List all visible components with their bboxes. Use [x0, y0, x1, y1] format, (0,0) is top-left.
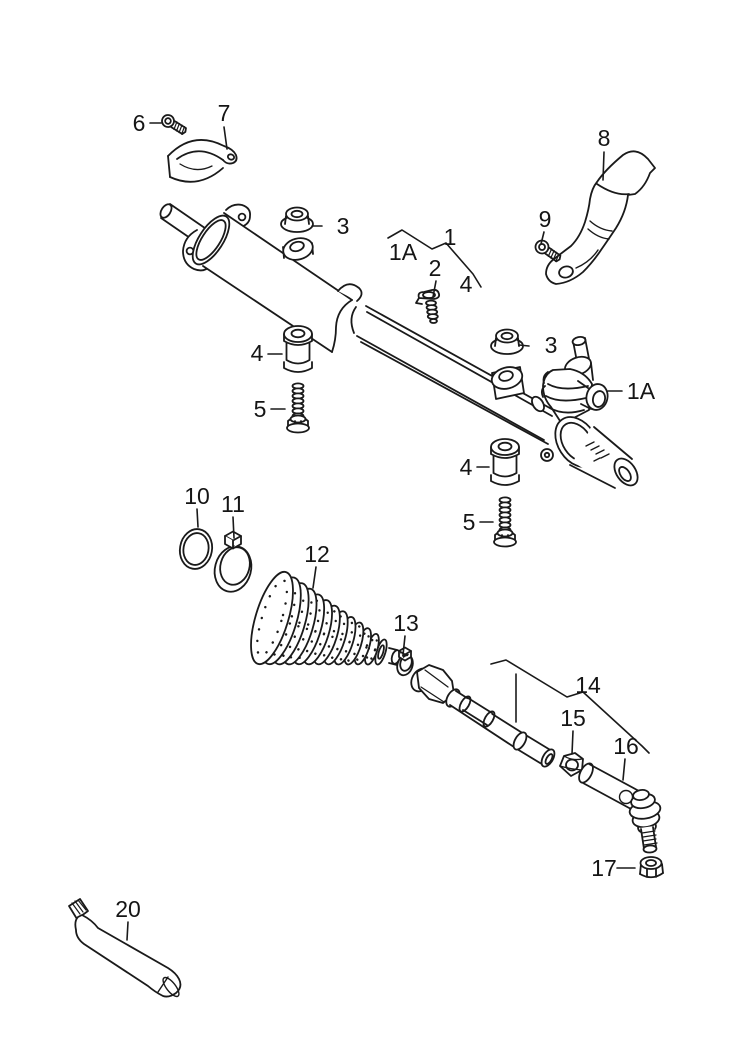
leader-12: [312, 566, 317, 589]
callout-labels: 6 7 3 8 9 1A 1 2 4 3 1A 4 5 4 5 10 11 12…: [115, 100, 656, 922]
leader-9: [540, 231, 545, 245]
bushing-4-middle: [490, 438, 520, 486]
flange-nut-3-upper: [280, 206, 314, 233]
group-bracket-1: [387, 229, 482, 288]
valve-housing-1a: [540, 335, 639, 489]
callout-3-upper[interactable]: 3: [337, 213, 350, 239]
callout-2[interactable]: 2: [429, 255, 442, 281]
callout-4-bracket[interactable]: 4: [460, 271, 473, 297]
callout-1a-right[interactable]: 1A: [627, 378, 656, 404]
leader-15: [571, 730, 574, 755]
bushing-4-left: [283, 325, 313, 373]
callout-15[interactable]: 15: [560, 705, 586, 731]
leader-10: [196, 508, 199, 528]
steering-rack-assembly: [159, 203, 639, 489]
bolt-5-middle: [493, 496, 517, 548]
callout-12[interactable]: 12: [304, 541, 330, 567]
grease-tube-20: [68, 898, 182, 998]
bolt-9: [534, 239, 562, 263]
callout-11[interactable]: 11: [221, 491, 245, 517]
clamp-bracket-7: [167, 139, 238, 183]
heat-shield-8: [545, 150, 656, 285]
hose-clamp-11: [213, 530, 253, 593]
bolt-5-left: [286, 382, 310, 434]
leader-13: [402, 635, 406, 656]
tube-joint-ring: [531, 395, 545, 413]
callout-8[interactable]: 8: [598, 125, 611, 151]
callout-1a-left[interactable]: 1A: [389, 239, 418, 265]
leader-8: [602, 151, 605, 181]
leader-3-right: [518, 344, 530, 347]
tie-rod-end-16: [578, 762, 662, 854]
leader-7: [223, 126, 228, 150]
flange-nut-17: [639, 856, 665, 879]
hex-nut-15: [559, 752, 584, 777]
leader-2: [432, 280, 437, 298]
callout-5-left[interactable]: 5: [254, 396, 267, 422]
callout-4-left[interactable]: 4: [251, 340, 264, 366]
rack-thin-tube: [356, 305, 558, 445]
inner-tie-rod: [410, 664, 556, 768]
leader-16: [622, 758, 626, 781]
clamp-13: [396, 646, 414, 677]
callout-4-middle[interactable]: 4: [460, 454, 473, 480]
callout-13[interactable]: 13: [393, 610, 419, 636]
bellows-boot-12: [250, 570, 402, 666]
callout-9[interactable]: 9: [539, 206, 552, 232]
callout-leaders: [126, 122, 650, 941]
bolt-6: [161, 114, 187, 135]
callout-16[interactable]: 16: [613, 733, 639, 759]
callout-17[interactable]: 17: [591, 855, 617, 881]
rack-mount-boss-lower: [490, 366, 525, 400]
group-bracket-14: [490, 659, 650, 754]
bolt-2: [415, 288, 441, 324]
rack-tube: [191, 212, 363, 353]
callout-1[interactable]: 1: [444, 224, 457, 250]
callout-3-right[interactable]: 3: [545, 332, 558, 358]
leader-20: [126, 921, 129, 941]
callout-10[interactable]: 10: [184, 483, 210, 509]
flange-nut-3-right: [490, 328, 524, 355]
callout-6[interactable]: 6: [133, 110, 146, 136]
callout-14[interactable]: 14: [575, 672, 601, 698]
callout-5-middle[interactable]: 5: [463, 509, 476, 535]
callout-20[interactable]: 20: [115, 896, 141, 922]
callout-7[interactable]: 7: [218, 100, 231, 126]
leader-11: [232, 516, 235, 539]
rack-mount-boss-upper: [282, 237, 314, 261]
seal-ring-10: [178, 528, 214, 570]
